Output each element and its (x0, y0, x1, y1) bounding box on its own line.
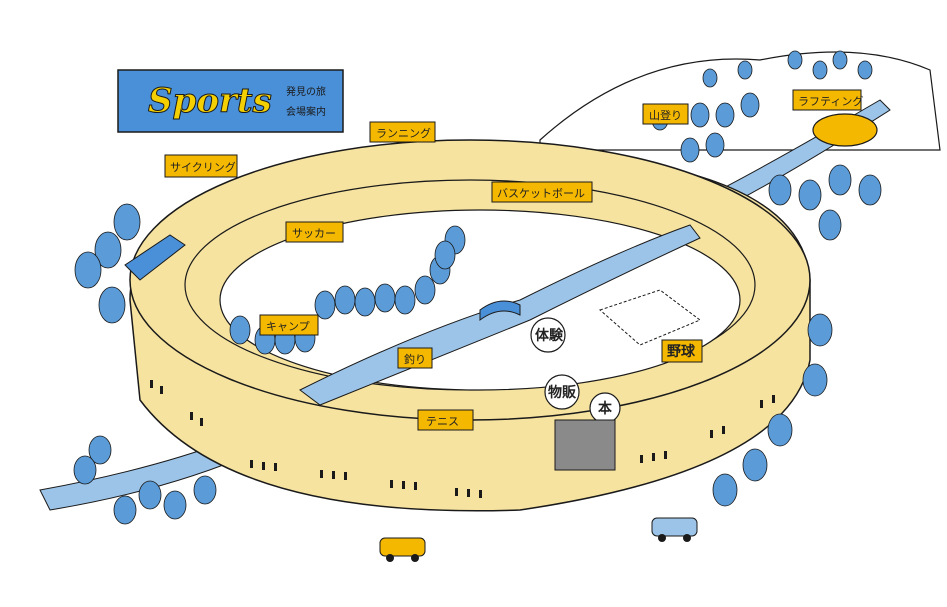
brand-subtitle-1: 発見の旅 (286, 85, 326, 98)
car-yellow (379, 537, 426, 562)
stadium (129, 139, 811, 512)
svg-text:体験: 体験 (535, 327, 564, 344)
bubble-goods: 物販 (544, 374, 580, 410)
svg-text:本: 本 (598, 400, 613, 417)
svg-text:ラフティング: ラフティング (798, 94, 863, 108)
bookshelf (554, 419, 616, 471)
svg-text:野球: 野球 (667, 343, 696, 360)
baseball-field (599, 289, 701, 346)
svg-text:ランニング: ランニング (376, 126, 431, 140)
grandstand (124, 234, 186, 281)
bubble-experience: 体験 (530, 317, 566, 353)
label-rafting: ラフティング (792, 89, 863, 111)
label-cycling: サイクリング (164, 154, 238, 178)
svg-text:物販: 物販 (548, 384, 577, 401)
bridge (479, 300, 521, 321)
svg-text:バスケットボール: バスケットボール (497, 187, 585, 200)
label-fishing: 釣り (397, 347, 433, 369)
sports-logo-sign: Sports 発見の旅 会場案内 (117, 69, 344, 133)
label-tennis: テニス (417, 409, 474, 431)
svg-text:釣り: 釣り (404, 352, 426, 366)
svg-text:サイクリング: サイクリング (170, 160, 236, 174)
brand-title: Sports (148, 81, 272, 121)
svg-text:山登り: 山登り (649, 108, 682, 122)
svg-text:キャンプ: キャンプ (266, 320, 310, 333)
svg-text:サッカー: サッカー (292, 227, 336, 240)
label-soccer: サッカー (285, 221, 344, 243)
car-blue (651, 517, 698, 542)
bubble-books: 本 (589, 392, 621, 424)
label-hiking: 山登り (642, 103, 689, 125)
raft (812, 113, 878, 147)
label-running: ランニング (369, 121, 436, 143)
label-basketball: バスケットボール (491, 181, 593, 203)
brand-subtitle-2: 会場案内 (286, 105, 326, 118)
label-camp: キャンプ (259, 314, 319, 336)
label-baseball: 野球 (661, 339, 703, 363)
svg-text:テニス: テニス (426, 415, 459, 428)
